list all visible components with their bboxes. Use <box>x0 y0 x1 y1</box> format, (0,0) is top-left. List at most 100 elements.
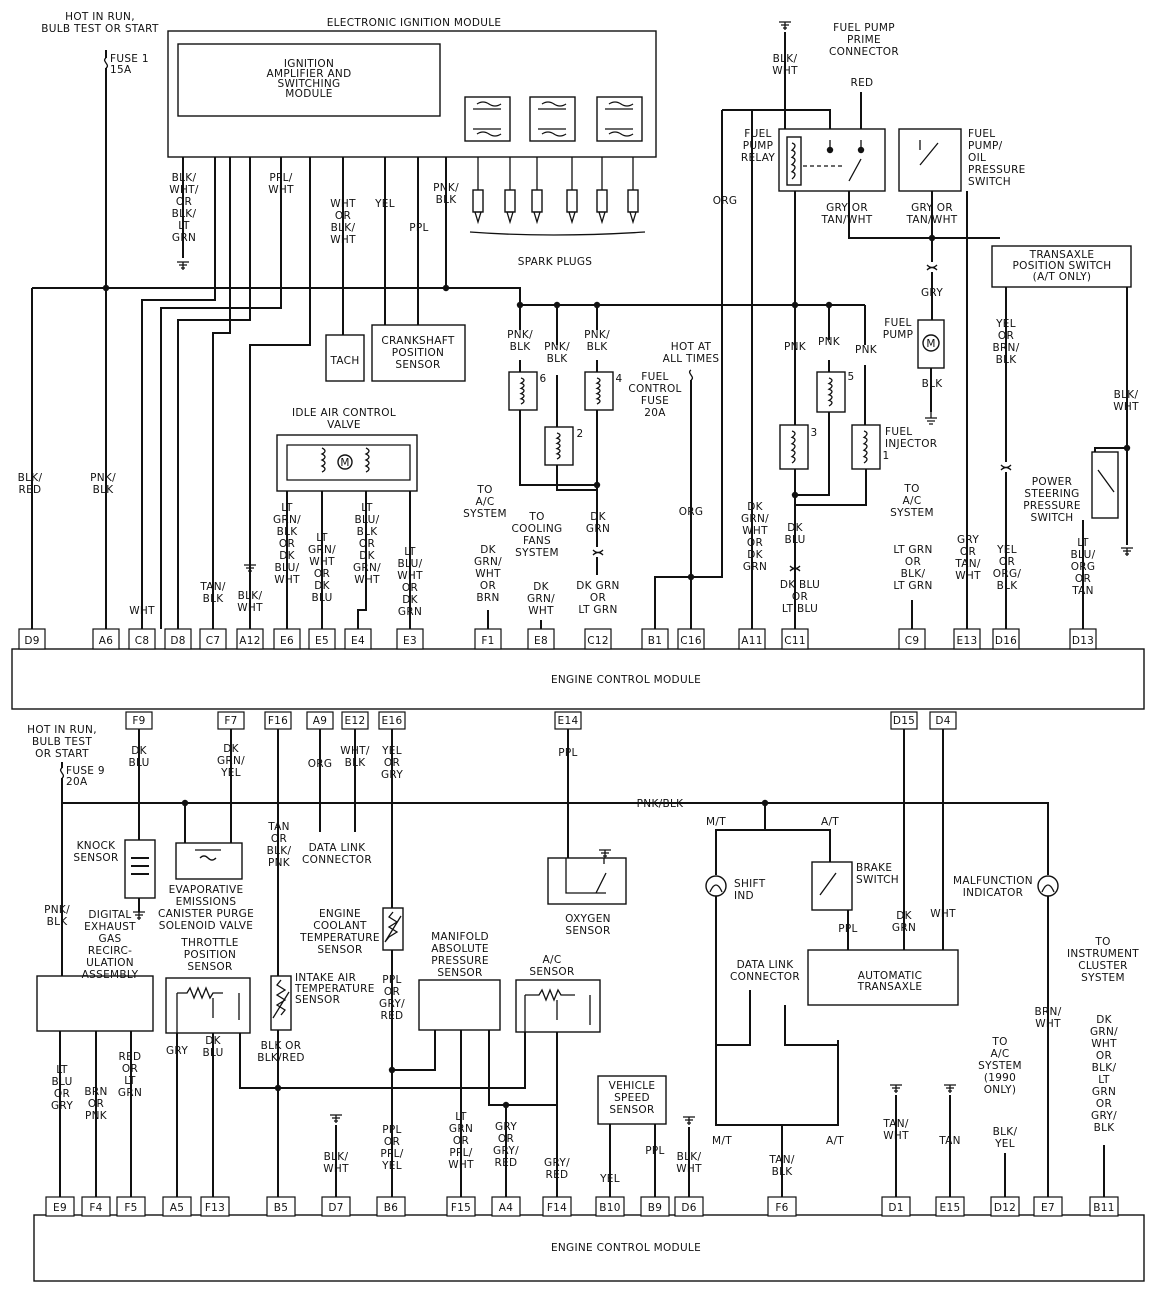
ecm-pin <box>992 628 1020 650</box>
coil-winding <box>541 101 567 137</box>
ecm-pin <box>677 628 705 650</box>
wire-label-e6: LT <box>281 502 293 514</box>
evap-label: SOLENOID VALVE <box>159 920 253 932</box>
shift-ind-label: SHIFT <box>734 878 766 890</box>
egr-label: ULATION <box>86 957 134 969</box>
wire-label-b5: BLK/RED <box>257 1052 305 1064</box>
malfunction-indicator-label: INDICATOR <box>963 887 1024 899</box>
to-instrument-cluster: SYSTEM <box>1081 972 1125 984</box>
ecm-pin <box>542 1196 572 1217</box>
wire <box>249 116 311 587</box>
wire-label-d6: BLK/ <box>677 1151 702 1163</box>
wire-label-c12: DK GRN <box>576 580 619 592</box>
ecm-pin <box>781 628 809 650</box>
ecm-pin <box>474 628 502 650</box>
connector-break <box>1000 464 1012 471</box>
wire-label-inj6: PNK/ <box>507 329 533 341</box>
wire-label-c7: BLK <box>203 593 225 605</box>
ac-sensor-label: A/C <box>543 954 562 966</box>
wire-label-inj2: BLK <box>547 353 569 365</box>
ecm-pin-label: F7 <box>224 715 237 727</box>
ecm-pin <box>990 1196 1020 1217</box>
wire-label-eim-ground: BLK/ <box>172 208 197 220</box>
wire-label-b6: PPL/ <box>380 1148 403 1160</box>
spark-plug <box>627 189 639 213</box>
wire-label-b10: YEL <box>599 1173 620 1185</box>
coil-winding <box>790 142 796 180</box>
wire-label-f7: DK <box>223 743 239 755</box>
wire-label-b11: DK <box>1096 1014 1112 1026</box>
ground-symbol <box>244 564 256 573</box>
hot-at-all-times: HOT AT <box>671 341 712 353</box>
ecm-pin <box>308 628 336 650</box>
wire <box>784 1005 838 1046</box>
wire-label-b11: BLK <box>1094 1122 1116 1134</box>
iac-motor <box>337 454 353 470</box>
wire-label-f5: LT <box>124 1075 136 1087</box>
wire-label-d13: BLU/ <box>1071 549 1096 561</box>
wire-label-f9: DK <box>131 745 147 757</box>
spark-plug-tip <box>533 211 541 225</box>
splice-dot <box>553 301 561 309</box>
splice-dot <box>826 146 834 154</box>
ecm-pin-label: B6 <box>384 1202 399 1214</box>
automatic-transaxle <box>807 949 959 1006</box>
wire-label-a4: GRY <box>495 1121 517 1133</box>
wire-label-e8: DK <box>533 581 549 593</box>
transaxle-switch-label: POSITION SWITCH <box>1013 260 1112 272</box>
wire-label-oil-out: GRY OR <box>911 202 953 214</box>
wire <box>848 191 1000 239</box>
wire-label-b11: BLK/ <box>1092 1062 1117 1074</box>
wire-label-e16: YEL <box>381 745 402 757</box>
wire-label-eim-ground: LT <box>178 220 190 232</box>
splice-dot <box>593 301 601 309</box>
wire-label-e12: BLK <box>345 757 367 769</box>
wire-label-c12-top: DK <box>590 511 606 523</box>
wire-label-e6: OR <box>279 538 295 550</box>
wire-label-e4: DK <box>359 550 375 562</box>
wire-label-c9: OR <box>905 556 921 568</box>
at-label: A/T <box>821 816 839 828</box>
shift-indicator-lamp <box>705 875 727 897</box>
ecm-pin-label: F6 <box>775 1202 788 1214</box>
ecm-pin <box>306 711 334 730</box>
wire-label-e13: TAN/ <box>954 558 981 570</box>
brake-switch-contact <box>819 872 837 896</box>
wire-label-e4: BLK <box>357 526 379 538</box>
injector-number: 2 <box>577 428 584 440</box>
hot-in-run-label-2: BULB TEST <box>32 736 92 748</box>
ecm-pin-label: E16 <box>382 715 403 727</box>
splice-dot <box>593 481 601 489</box>
oxygen-sensor-label: OXYGEN <box>565 913 611 925</box>
evap-label: CANISTER PURGE <box>158 908 254 920</box>
map-label: ABSOLUTE <box>431 943 489 955</box>
wire-label-f13: DK <box>205 1035 221 1047</box>
wire-label-e6: BLU/ <box>275 562 300 574</box>
egr-assembly <box>36 975 154 1032</box>
oxygen-sensor-label: SENSOR <box>565 925 610 937</box>
wire-label-a4: OR <box>498 1133 514 1145</box>
ect-label: ENGINE <box>319 908 361 920</box>
egr-label: RECIRC- <box>88 945 132 957</box>
coil-core <box>473 108 501 130</box>
wire-label-d12: BLK/ <box>993 1126 1018 1138</box>
splice-dot <box>857 146 865 154</box>
wire <box>141 116 216 629</box>
wire-label-e3: OR <box>402 582 418 594</box>
splice-dot <box>687 573 695 581</box>
wire-label-b5: BLK OR <box>261 1040 302 1052</box>
wire-label-f14: GRY/ <box>544 1157 570 1169</box>
wire-label-d16-top: BRN/ <box>992 342 1019 354</box>
wire-label-f16: PNK <box>268 857 291 869</box>
knock-sensor-label: KNOCK <box>77 840 117 852</box>
wire-label-f6: TAN/ <box>768 1154 795 1166</box>
wire-label-e7: BRN/ <box>1034 1006 1061 1018</box>
to-cooling-fans: COOLING <box>512 523 563 535</box>
to-ac-system-1990: (1990 <box>984 1072 1016 1084</box>
to-cooling-fans: SYSTEM <box>515 547 559 559</box>
ecm-pin <box>396 628 424 650</box>
wire <box>715 896 839 1126</box>
wire-label-e9: LT <box>56 1064 68 1076</box>
wire-label-e13: GRY <box>957 534 979 546</box>
ground-symbol <box>925 412 937 425</box>
